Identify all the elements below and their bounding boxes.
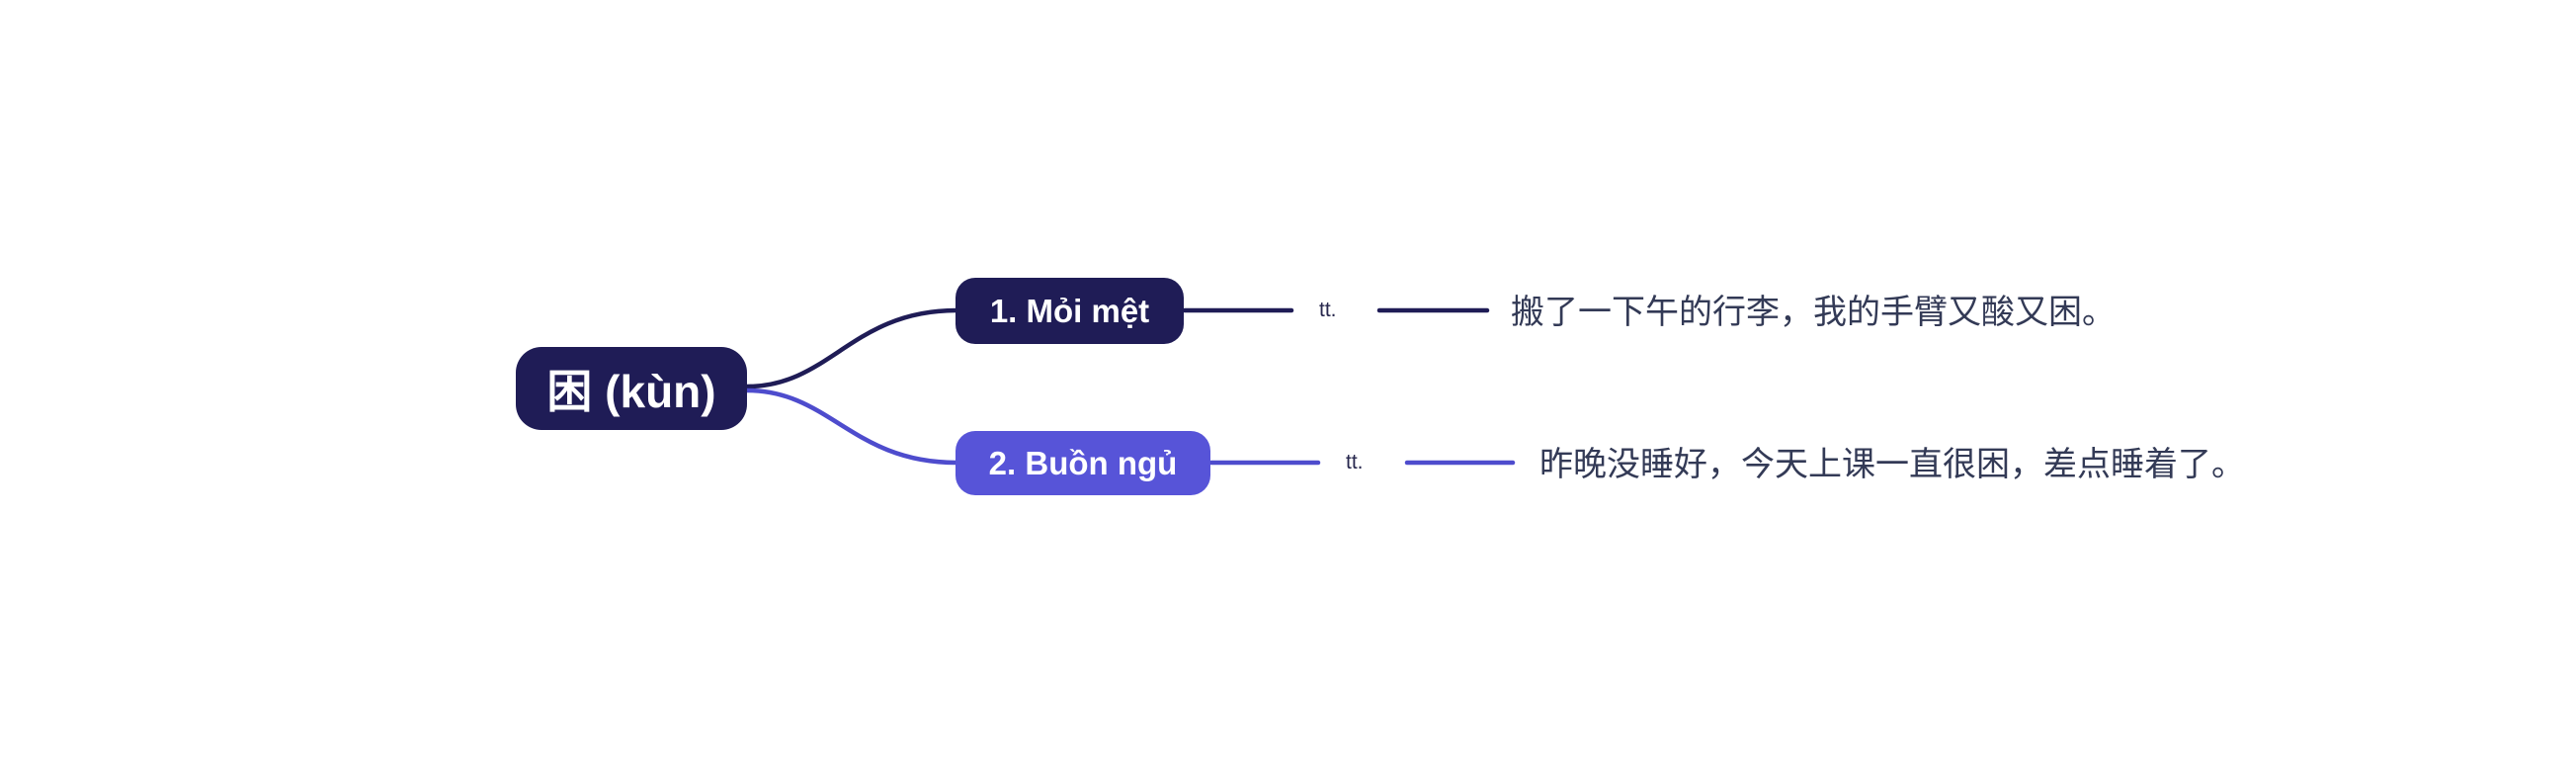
branch1-topic-node[interactable]: 1. Mỏi mệt: [956, 278, 1184, 344]
root-to-branch2-curve: [744, 387, 959, 466]
branch2-example-sentence[interactable]: 昨晚没睡好，今天上课一直很困，差点睡着了。: [1539, 446, 2245, 483]
branch1-topic-label: 1. Mỏi mệt: [989, 292, 1150, 329]
root-to-branch1-curve: [744, 307, 959, 389]
branch2-topic-label: 2. Buồn ngủ: [988, 444, 1178, 481]
root-topic-node[interactable]: 困 (kùn): [516, 347, 747, 430]
root-topic-label: 困 (kùn): [546, 366, 716, 417]
branch2-topic-node[interactable]: 2. Buồn ngủ: [956, 431, 1210, 495]
branch1-tt-label[interactable]: tt.: [1319, 299, 1337, 321]
branch2-tt-label[interactable]: tt.: [1346, 451, 1364, 473]
branch1-example-sentence[interactable]: 搬了一下午的行李，我的手臂又酸又困。: [1511, 294, 2116, 331]
